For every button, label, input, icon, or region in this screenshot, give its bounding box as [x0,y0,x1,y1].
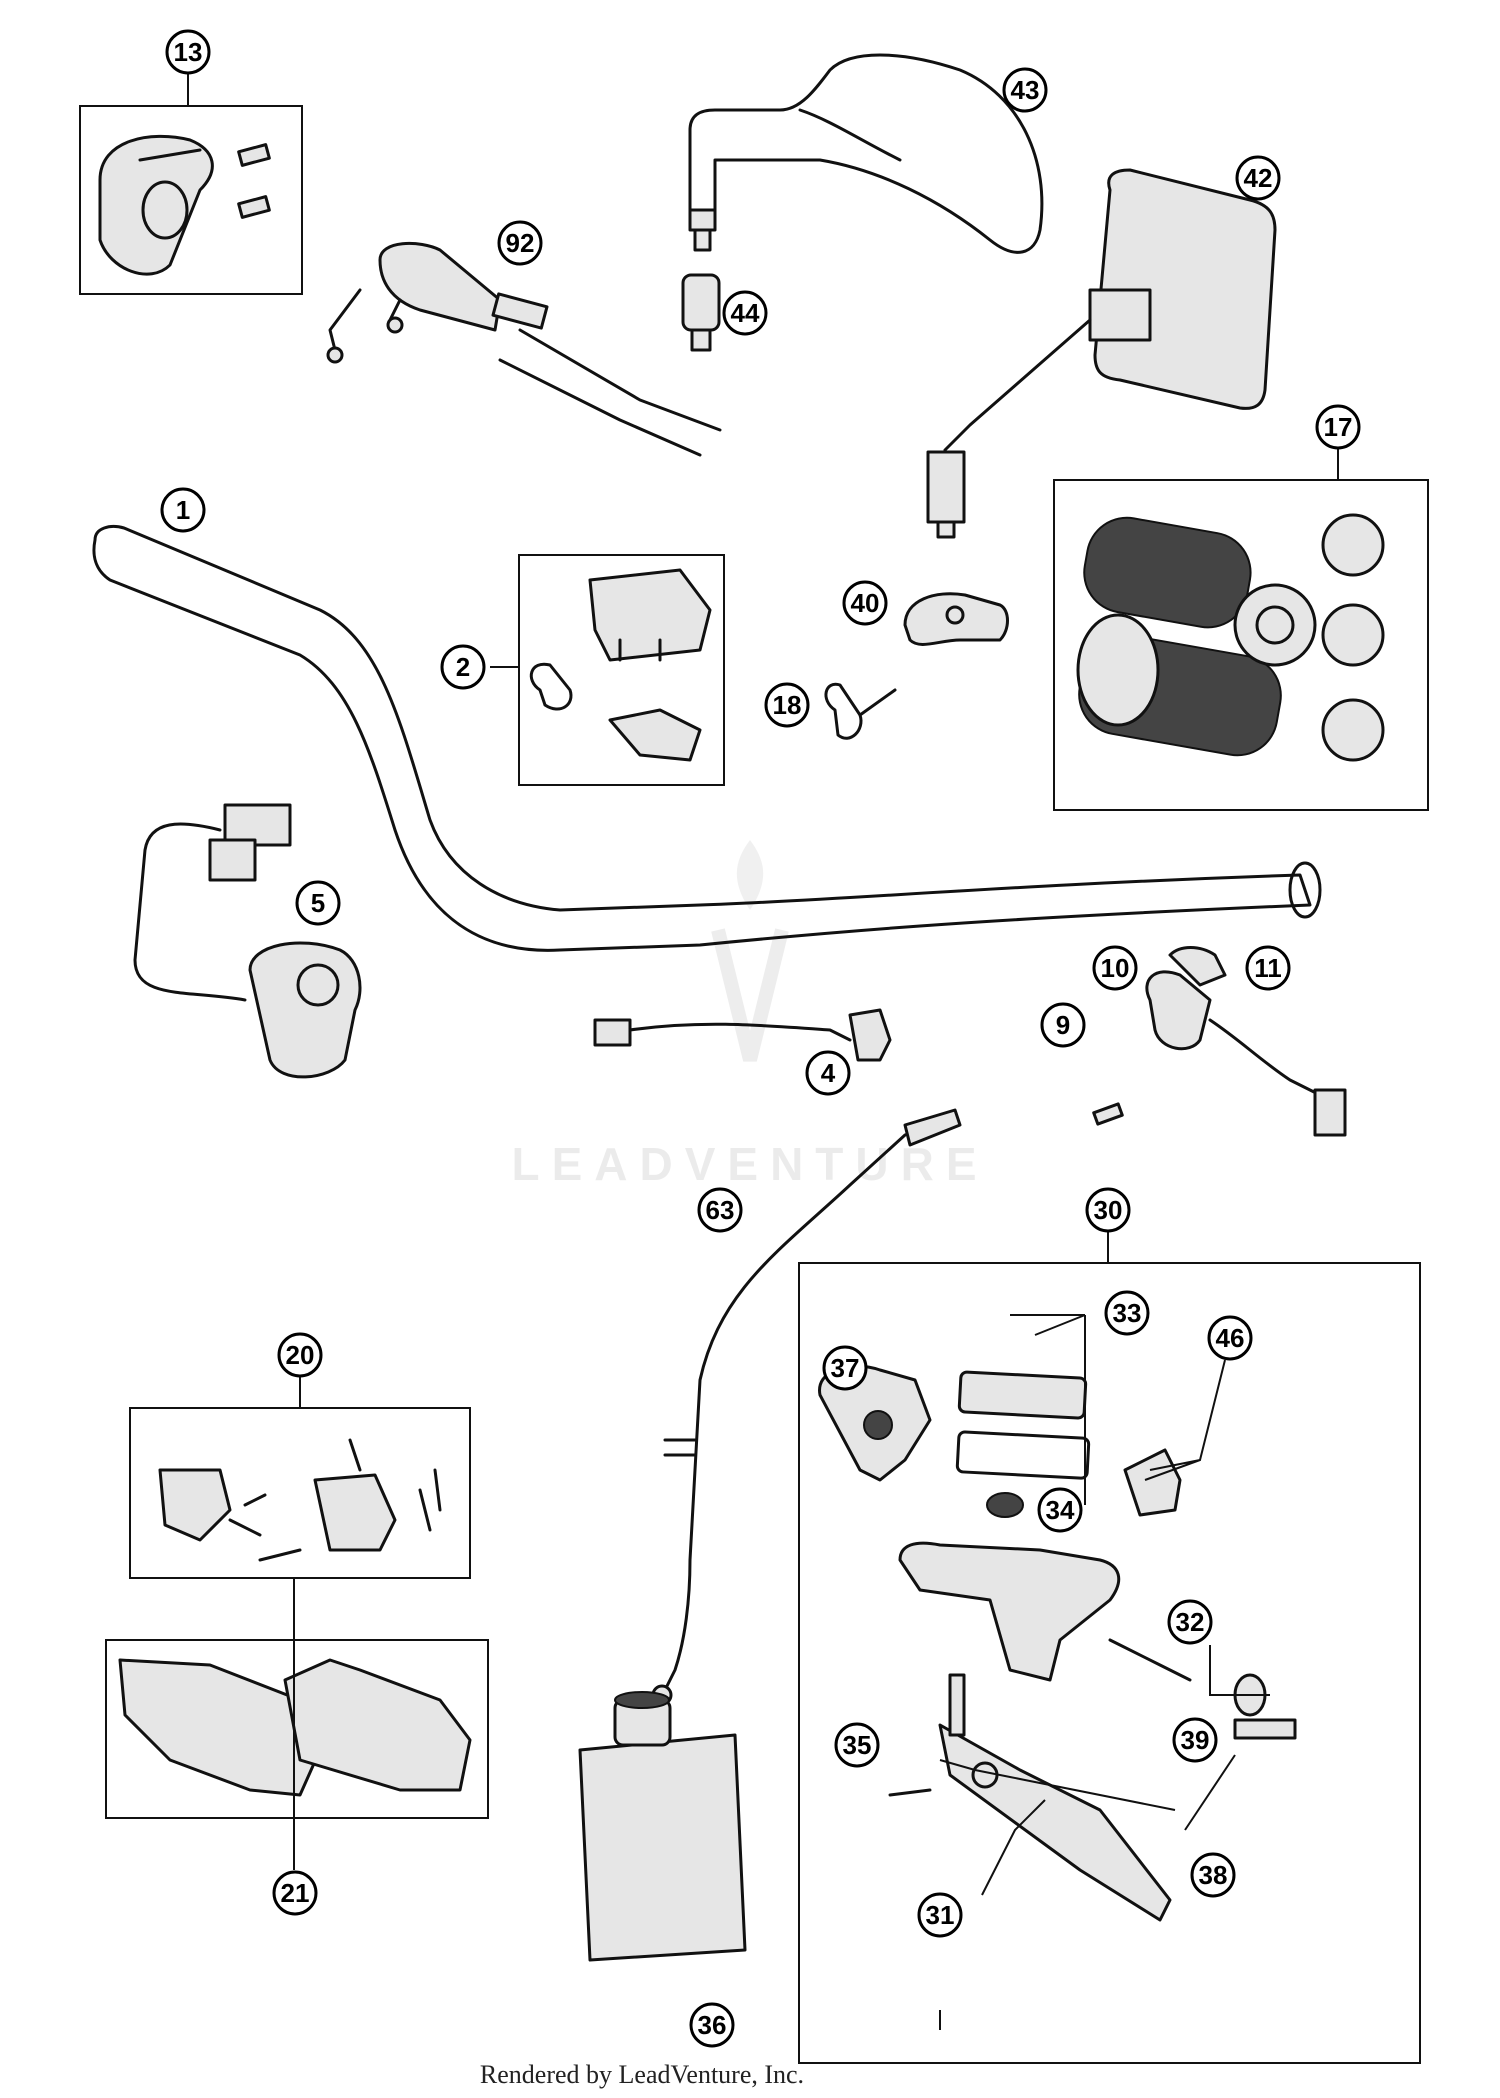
callout-13: 13 [165,29,211,75]
svg-text:33: 33 [1113,1298,1142,1328]
svg-text:37: 37 [831,1353,860,1383]
box-2 [518,554,725,786]
svg-text:35: 35 [843,1730,872,1760]
part-21-handguards [118,1658,472,1797]
part-4-sensor [593,1008,892,1062]
box-21 [105,1639,489,1819]
callout-43: 43 [1002,67,1048,113]
callout-44: 44 [722,290,768,336]
svg-text:4: 4 [821,1058,836,1088]
callout-1: 1 [160,487,206,533]
callout-63: 63 [697,1187,743,1233]
svg-text:9: 9 [1056,1010,1070,1040]
svg-text:31: 31 [926,1900,955,1930]
svg-text:46: 46 [1216,1323,1245,1353]
callout-10: 10 [1092,945,1138,991]
callout-37: 37 [822,1345,868,1391]
credit-text: Rendered by LeadVenture, Inc. [480,2060,804,2089]
svg-text:5: 5 [311,888,325,918]
part-13-switch [98,134,271,276]
part-40-clamp [903,592,1009,646]
box-17 [1053,479,1429,811]
svg-text:17: 17 [1324,412,1353,442]
svg-text:38: 38 [1199,1860,1228,1890]
part-17-grips [1076,513,1385,762]
watermark-text: LEADVENTURE [511,1138,988,1190]
part-42-mirror [926,168,1277,539]
part-92-throttle [326,241,722,457]
svg-text:10: 10 [1101,953,1130,983]
callout-30: 30 [1085,1187,1131,1233]
callout-38: 38 [1190,1852,1236,1898]
callout-42: 42 [1235,155,1281,201]
svg-text:18: 18 [773,690,802,720]
svg-text:1: 1 [176,495,190,525]
svg-text:92: 92 [506,228,535,258]
part-44-adapter [681,273,721,352]
callout-18: 18 [764,682,810,728]
callout-4: 4 [805,1050,851,1096]
callout-36: 36 [689,2002,735,2048]
part-30-mastercyl [818,1364,1297,1922]
svg-text:32: 32 [1176,1607,1205,1637]
callout-20: 20 [277,1332,323,1378]
part-1-handlebar [92,525,1322,952]
svg-text:63: 63 [706,1195,735,1225]
box-13 [79,105,303,295]
leader-lines [187,72,1339,2030]
part-10-11-clamp [1092,946,1347,1137]
svg-text:13: 13 [174,37,203,67]
part-2-cover [529,568,712,762]
svg-text:11: 11 [1254,953,1282,983]
callout-9: 9 [1040,1002,1086,1048]
callout-21: 21 [272,1870,318,1916]
svg-text:42: 42 [1244,163,1273,193]
callout-17: 17 [1315,404,1361,450]
svg-text:20: 20 [286,1340,315,1370]
callout-39: 39 [1172,1717,1218,1763]
svg-text:36: 36 [698,2010,727,2040]
callout-5: 5 [295,880,341,926]
callout-2: 2 [440,644,486,690]
part-43-mirror [688,53,1044,254]
callout-31: 31 [917,1892,963,1938]
watermark: LEADVENTURE [511,840,988,1190]
part-18-cabletie [824,682,897,740]
svg-text:21: 21 [281,1878,310,1908]
svg-text:44: 44 [731,298,760,328]
svg-text:30: 30 [1094,1195,1123,1225]
callout-92: 92 [497,220,543,266]
callout-35: 35 [834,1722,880,1768]
svg-text:2: 2 [456,652,470,682]
svg-text:43: 43 [1011,75,1040,105]
part-36-fluid [578,1691,747,1962]
part-20-hardware [158,1438,442,1562]
callouts: 13 43 42 92 44 17 1 40 2 18 5 10 11 9 4 … [160,29,1361,2048]
callout-32: 32 [1167,1599,1213,1645]
callout-33: 33 [1104,1290,1150,1336]
callout-46: 46 [1207,1315,1253,1361]
callout-40: 40 [842,580,888,626]
callout-11: 11 [1245,945,1291,991]
part-5-switch [133,803,362,1079]
svg-text:34: 34 [1046,1495,1075,1525]
svg-text:40: 40 [851,588,880,618]
svg-text:39: 39 [1181,1725,1210,1755]
box-30 [798,1262,1421,2064]
callout-34: 34 [1037,1487,1083,1533]
